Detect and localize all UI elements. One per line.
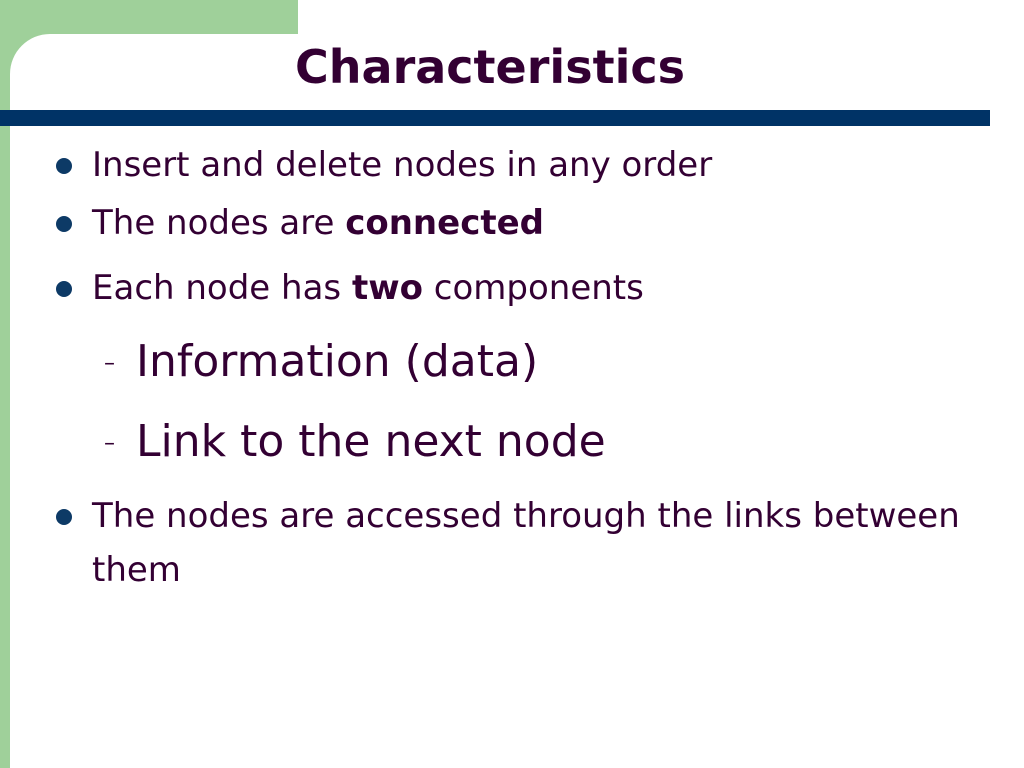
dash-icon: – — [104, 351, 115, 376]
bullet-text-plain: Each node has — [92, 268, 352, 308]
bullet-dot-icon — [56, 158, 72, 174]
bullet-text: Insert and delete nodes in any order — [92, 138, 996, 192]
sub-item-text: Information (data) — [136, 336, 539, 387]
bullet-dot-icon — [56, 216, 72, 232]
accent-top-bar — [0, 0, 298, 34]
bullet-item-3: Each node has two components — [56, 261, 996, 315]
sub-item-1: –Information (data) — [104, 332, 984, 394]
bullet-text-plain: The nodes are — [92, 203, 346, 243]
bullet-item-2: The nodes are connected — [56, 196, 996, 250]
bullet-dot-icon — [56, 509, 72, 525]
bullet-text-bold: two — [351, 268, 423, 308]
sub-item-2: –Link to the next node — [104, 412, 984, 474]
bullet-dot-icon — [56, 281, 72, 297]
accent-corner-curve — [10, 34, 90, 114]
slide-title: Characteristics — [295, 40, 685, 94]
bullet-text-plain-after: components — [422, 268, 644, 308]
title-underline-rule — [0, 110, 990, 126]
bullet-text-bold: connected — [345, 203, 545, 243]
bullet-text: Each node has two components — [92, 261, 996, 315]
bullet-text-plain: Insert and delete nodes in any order — [92, 145, 713, 185]
dash-icon: – — [104, 431, 115, 456]
bullet-text: The nodes are accessed through the links… — [92, 496, 960, 590]
bullet-item-4: The nodes are accessed through the links… — [56, 489, 996, 597]
bullet-text: The nodes are connected — [92, 196, 996, 250]
sub-item-text: Link to the next node — [136, 416, 606, 467]
accent-left-bar — [0, 0, 10, 768]
bullet-item-1: Insert and delete nodes in any order — [56, 138, 996, 192]
